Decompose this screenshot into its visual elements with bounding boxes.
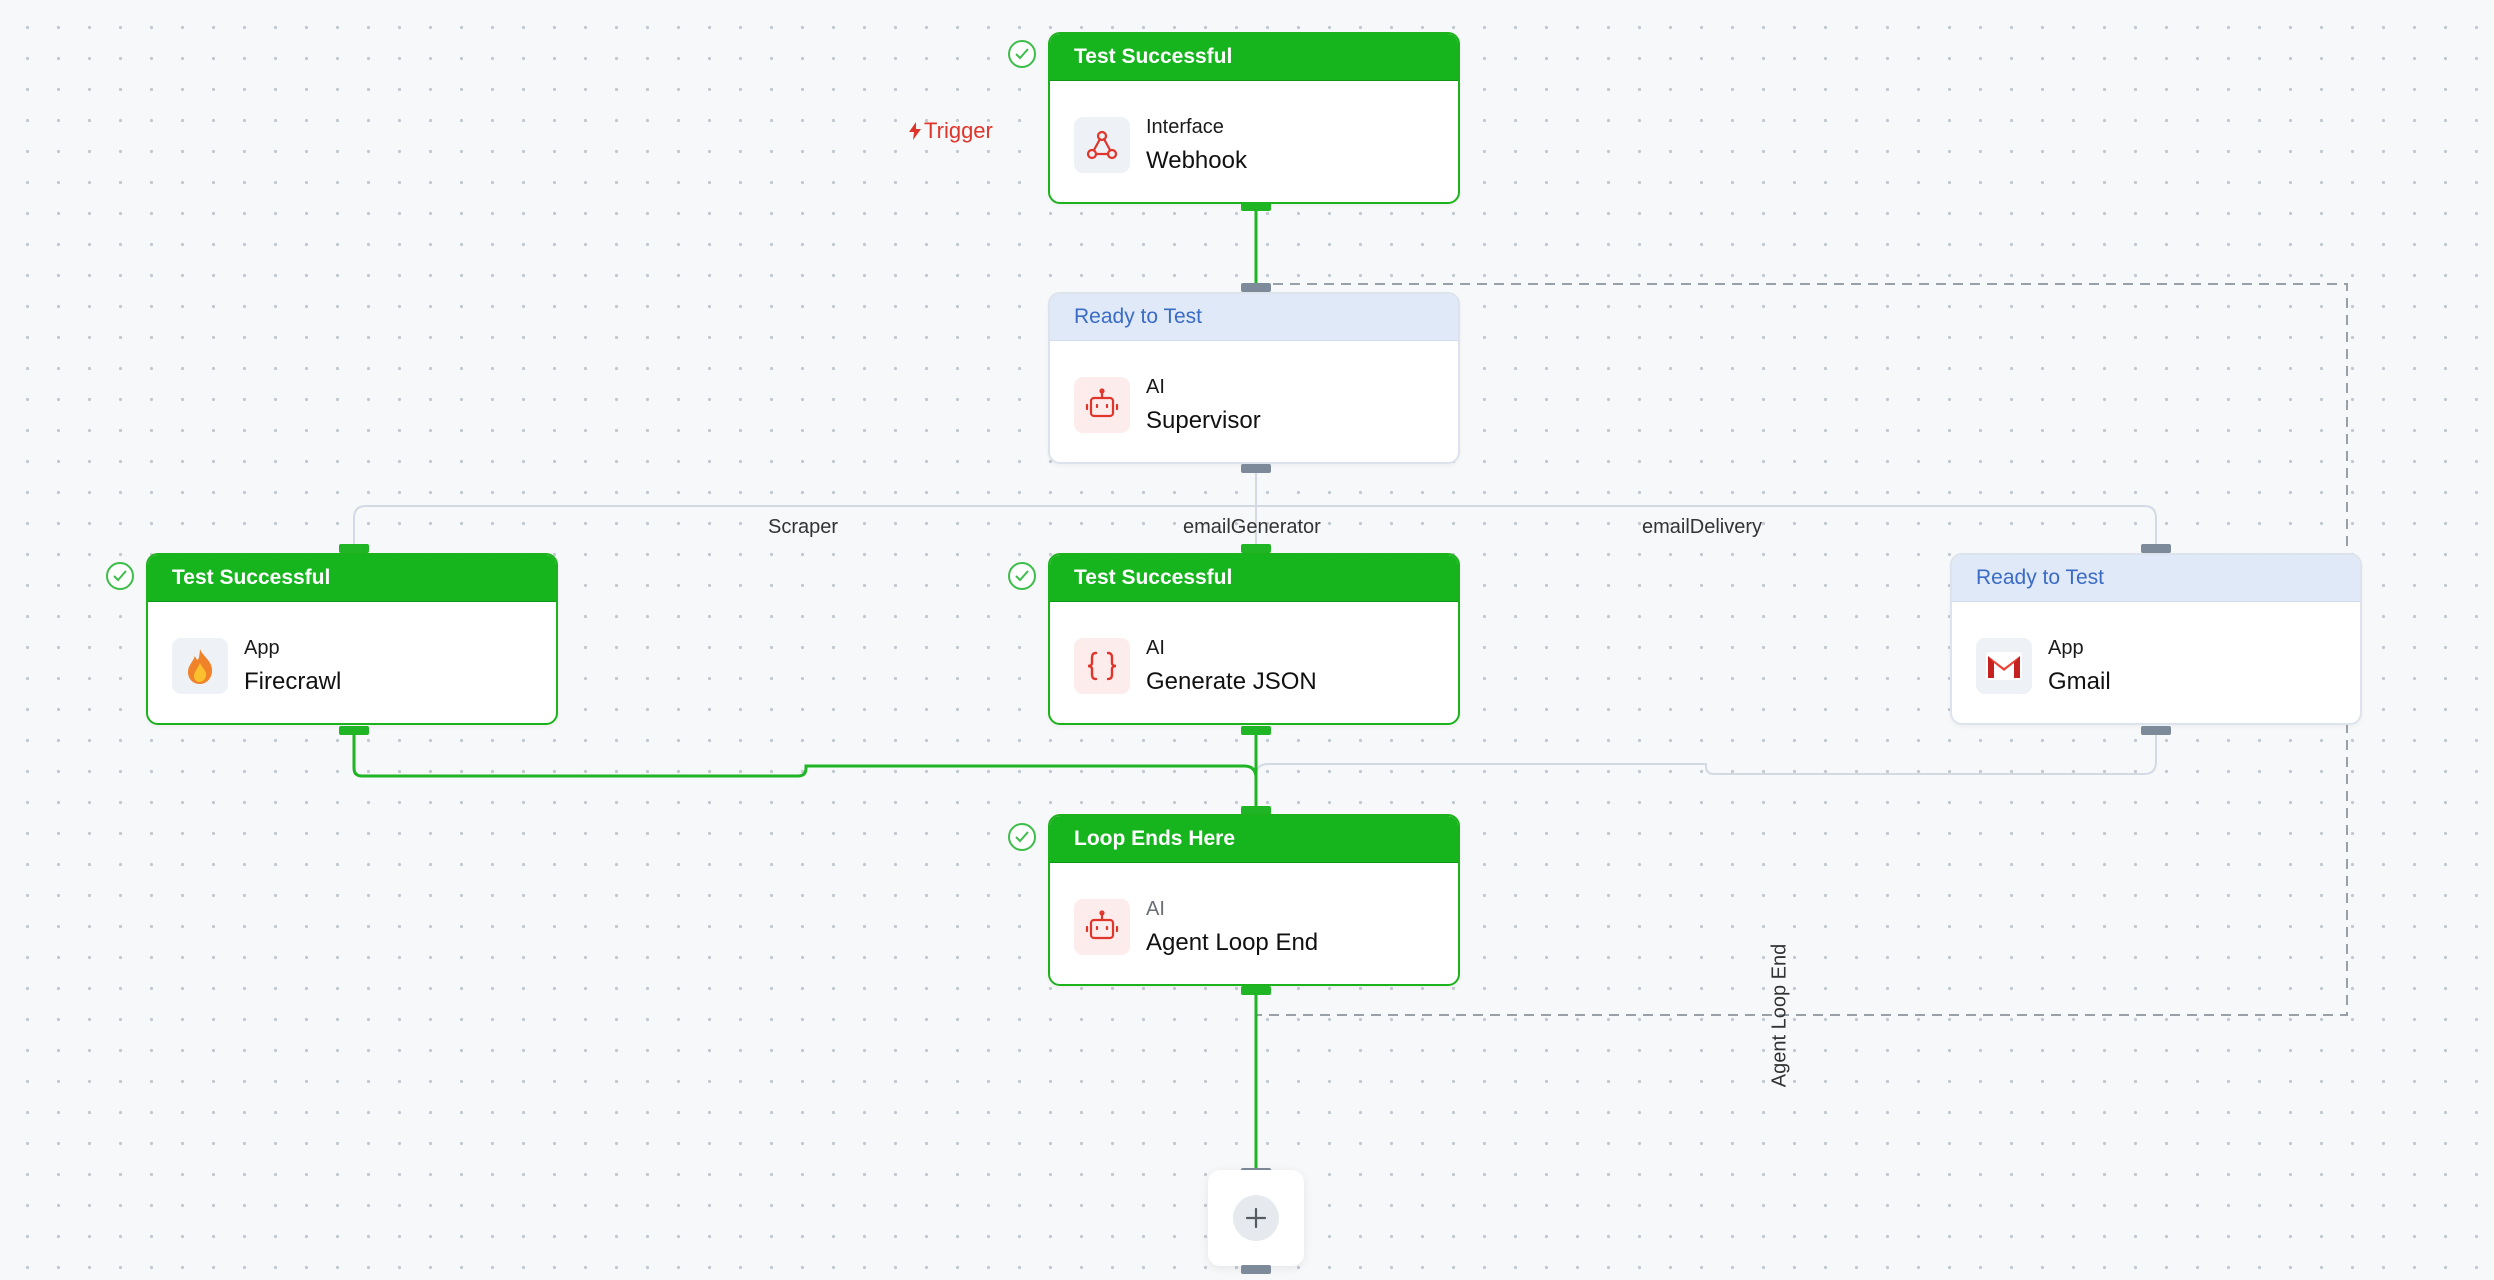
loop-back-edge bbox=[1256, 283, 2348, 1016]
robot-icon bbox=[1074, 377, 1130, 433]
fire-icon bbox=[172, 638, 228, 694]
edge-label-email-delivery: emailDelivery bbox=[1642, 516, 1763, 538]
node-gmail[interactable]: Ready to Test App Gmail bbox=[1950, 553, 2362, 725]
output-port[interactable] bbox=[1241, 986, 1271, 995]
node-name: Firecrawl bbox=[244, 668, 342, 695]
node-category: AI bbox=[1146, 898, 1165, 920]
edge-supervisor-branches bbox=[353, 470, 2157, 546]
node-status: Ready to Test bbox=[1952, 555, 2360, 602]
node-category: App bbox=[244, 637, 280, 659]
node-generate-json[interactable]: Test Successful AI Generate JSON bbox=[1048, 553, 1460, 725]
input-port[interactable] bbox=[1241, 806, 1271, 815]
node-category: AI bbox=[1146, 376, 1165, 398]
curly-braces-icon bbox=[1074, 638, 1130, 694]
output-port[interactable] bbox=[1241, 202, 1271, 211]
node-agent-loop-end[interactable]: Loop Ends Here AI Agent Loop End bbox=[1048, 814, 1460, 986]
edge-label-agent-loop-end: Agent Loop End bbox=[1768, 943, 1791, 1088]
success-check-icon bbox=[1008, 562, 1036, 590]
node-category: App bbox=[2048, 637, 2084, 659]
node-status: Ready to Test bbox=[1050, 294, 1458, 341]
node-firecrawl[interactable]: Test Successful App Firecrawl bbox=[146, 553, 558, 725]
plus-icon bbox=[1245, 1207, 1267, 1229]
output-port[interactable] bbox=[1241, 726, 1271, 735]
node-name: Gmail bbox=[2048, 668, 2111, 695]
trigger-label: Trigger bbox=[908, 118, 993, 144]
trigger-text: Trigger bbox=[924, 118, 993, 143]
node-status: Test Successful bbox=[1050, 555, 1458, 602]
edge-label-email-generator: emailGenerator bbox=[1183, 516, 1321, 538]
edge-label-scraper: Scraper bbox=[768, 516, 839, 538]
input-port[interactable] bbox=[1241, 544, 1271, 553]
node-status: Loop Ends Here bbox=[1050, 816, 1458, 863]
success-check-icon bbox=[1008, 823, 1036, 851]
node-supervisor[interactable]: Ready to Test AI Supervisor bbox=[1048, 292, 1460, 464]
robot-icon bbox=[1074, 899, 1130, 955]
node-status: Test Successful bbox=[1050, 34, 1458, 81]
node-name: Supervisor bbox=[1146, 407, 1261, 434]
edge-gmail-loopend bbox=[1255, 728, 2157, 810]
success-check-icon bbox=[106, 562, 134, 590]
success-check-icon bbox=[1008, 40, 1036, 68]
add-node-container bbox=[1208, 1170, 1304, 1266]
output-port[interactable] bbox=[2141, 726, 2171, 735]
node-name: Generate JSON bbox=[1146, 668, 1317, 695]
lightning-icon bbox=[909, 122, 921, 140]
add-node-button[interactable] bbox=[1233, 1195, 1279, 1241]
edge-firecrawl-loopend bbox=[352, 728, 1258, 810]
output-port[interactable] bbox=[1241, 1265, 1271, 1274]
node-category: Interface bbox=[1146, 116, 1224, 138]
gmail-icon bbox=[1976, 638, 2032, 694]
input-port[interactable] bbox=[339, 544, 369, 553]
input-port[interactable] bbox=[2141, 544, 2171, 553]
input-port[interactable] bbox=[1241, 283, 1271, 292]
node-category: AI bbox=[1146, 637, 1165, 659]
node-webhook[interactable]: Test Successful Interface Webhook bbox=[1048, 32, 1460, 204]
webhook-icon bbox=[1074, 117, 1130, 173]
output-port[interactable] bbox=[339, 726, 369, 735]
node-status: Test Successful bbox=[148, 555, 556, 602]
node-name: Webhook bbox=[1146, 147, 1247, 174]
node-name: Agent Loop End bbox=[1146, 929, 1319, 956]
output-port[interactable] bbox=[1241, 464, 1271, 473]
